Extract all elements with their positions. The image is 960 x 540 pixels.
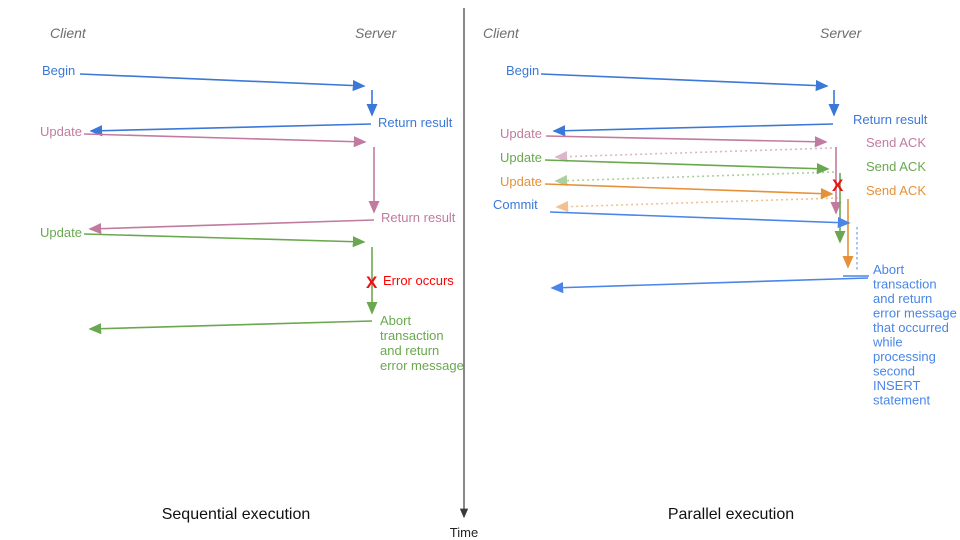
right-abort-line-6: while xyxy=(872,335,903,350)
right-abort-line-2: transaction xyxy=(873,277,937,292)
right-return-result-label: Return result xyxy=(853,112,928,127)
right-return-result-arrow xyxy=(552,123,834,137)
sequential-caption: Sequential execution xyxy=(162,506,311,523)
right-ack-green-dotted-arrow xyxy=(554,171,835,187)
right-begin-label: Begin xyxy=(506,63,539,78)
left-abort-return-arrow xyxy=(88,320,373,335)
right-client-header: Client xyxy=(483,25,520,41)
left-begin-label: Begin xyxy=(42,63,75,78)
right-abort-line-8: second xyxy=(873,364,915,379)
right-send-ack-green-label: Send ACK xyxy=(866,159,926,174)
left-server-header: Server xyxy=(355,25,398,41)
left-update-pink-label: Update xyxy=(40,124,82,139)
left-begin-request-arrow xyxy=(79,73,366,92)
right-abort-message: Abort transaction and return error messa… xyxy=(872,262,957,408)
right-begin-request-arrow xyxy=(540,73,829,92)
left-abort-message: Abort transaction and return error messa… xyxy=(380,313,464,373)
left-update-green-label: Update xyxy=(40,225,82,240)
right-abort-line-5: that occurred xyxy=(873,320,949,335)
right-send-ack-pink-label: Send ACK xyxy=(866,135,926,150)
time-axis-label: Time xyxy=(450,525,478,540)
right-update-green-request-arrow xyxy=(544,159,830,175)
right-abort-line-4: error message xyxy=(873,306,957,321)
right-abort-line-10: statement xyxy=(873,393,930,408)
left-return-result-blue-arrow xyxy=(89,123,372,137)
left-abort-line-3: and return xyxy=(380,343,439,358)
left-error-x-mark: X xyxy=(366,273,378,292)
right-update-pink-label: Update xyxy=(500,126,542,141)
left-return-result-blue-label: Return result xyxy=(378,115,453,130)
left-abort-line-4: error message xyxy=(380,358,464,373)
right-update-pink-request-arrow xyxy=(545,135,828,148)
right-abort-line-3: and return xyxy=(873,291,932,306)
right-abort-return-arrow xyxy=(550,277,869,294)
right-ack-pink-dotted-arrow xyxy=(554,147,833,163)
left-abort-line-2: transaction xyxy=(380,328,444,343)
left-client-header: Client xyxy=(50,25,87,41)
left-error-occurs-label: Error occurs xyxy=(383,273,454,288)
parallel-panel: Client Server Begin Return result Update… xyxy=(483,25,957,523)
right-update-orange-label: Update xyxy=(500,174,542,189)
right-abort-line-9: INSERT xyxy=(873,378,920,393)
right-update-green-label: Update xyxy=(500,150,542,165)
right-error-x-mark: X xyxy=(832,176,844,195)
sequential-panel: Client Server Begin Return result Update… xyxy=(40,25,464,523)
right-commit-label: Commit xyxy=(493,197,538,212)
left-return-result-pink-arrow xyxy=(88,219,375,235)
left-update-green-request-arrow xyxy=(83,233,366,248)
right-abort-line-1: Abort xyxy=(873,262,904,277)
right-commit-request-arrow xyxy=(549,211,851,229)
right-abort-line-7: processing xyxy=(873,349,936,364)
right-update-orange-request-arrow xyxy=(544,183,834,200)
right-ack-orange-dotted-arrow xyxy=(555,197,839,213)
left-return-result-pink-label: Return result xyxy=(381,210,456,225)
right-send-ack-orange-label: Send ACK xyxy=(866,183,926,198)
left-abort-line-1: Abort xyxy=(380,313,411,328)
parallel-caption: Parallel execution xyxy=(668,506,794,523)
right-server-header: Server xyxy=(820,25,863,41)
left-update-pink-request-arrow xyxy=(83,133,367,148)
